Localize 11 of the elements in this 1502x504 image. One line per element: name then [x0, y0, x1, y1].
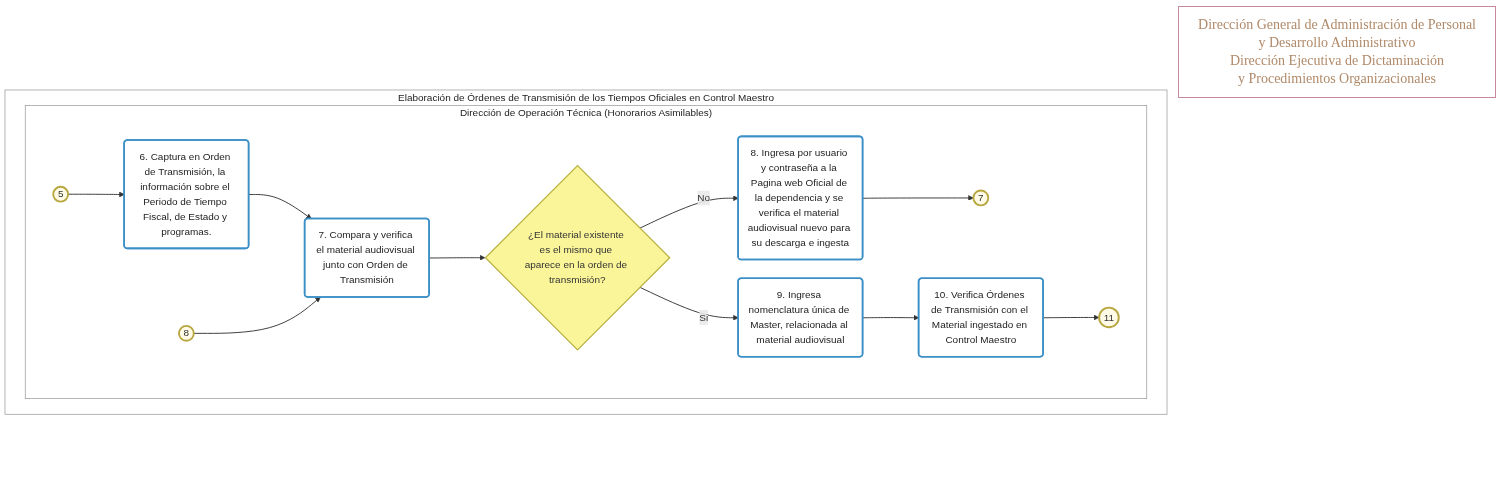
stamp-text: Dirección General de Administración de Personal — [1197, 17, 1477, 33]
stamp-text: Dirección Ejecutiva de Dictaminación — [1228, 53, 1446, 69]
node-circle: 7 — [972, 189, 990, 207]
node-diamond: ¿El material existente es el mismo que aparece en la orden de transmisión? — [484, 164, 671, 351]
stamp-text: y Desarrollo Administrativo — [1257, 35, 1417, 51]
node-circle: 8 — [178, 324, 195, 342]
edge-label: No — [697, 192, 711, 203]
edge-label: Si — [699, 311, 709, 323]
node-circle: 11 — [1098, 306, 1120, 329]
stamp-text: y Procedimientos Organizacionales — [1237, 71, 1437, 87]
node-circle: 5 — [52, 185, 70, 203]
